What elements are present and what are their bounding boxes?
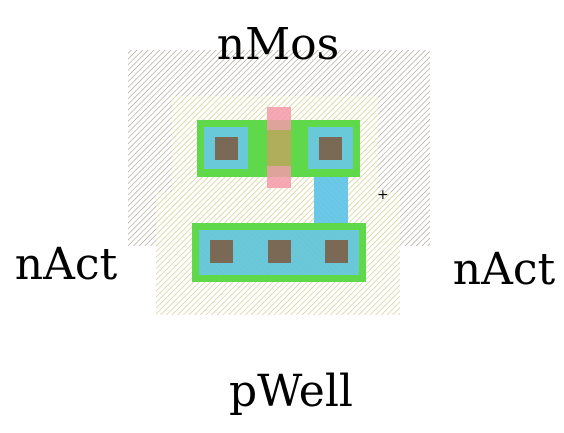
label-nact-right: nAct xyxy=(453,244,556,295)
poly-over-active xyxy=(267,130,291,166)
label-nmos: nMos xyxy=(217,19,339,70)
cursor-marker: + xyxy=(377,187,389,203)
contact-lower-3 xyxy=(325,240,348,263)
contact-upper-left xyxy=(215,137,238,160)
metal-connector-hatch xyxy=(314,177,348,227)
label-pwell: pWell xyxy=(229,366,353,417)
contact-lower-2 xyxy=(268,240,291,263)
label-nact-left: nAct xyxy=(15,239,118,290)
contact-lower-1 xyxy=(210,240,233,263)
contact-upper-right xyxy=(319,137,342,160)
